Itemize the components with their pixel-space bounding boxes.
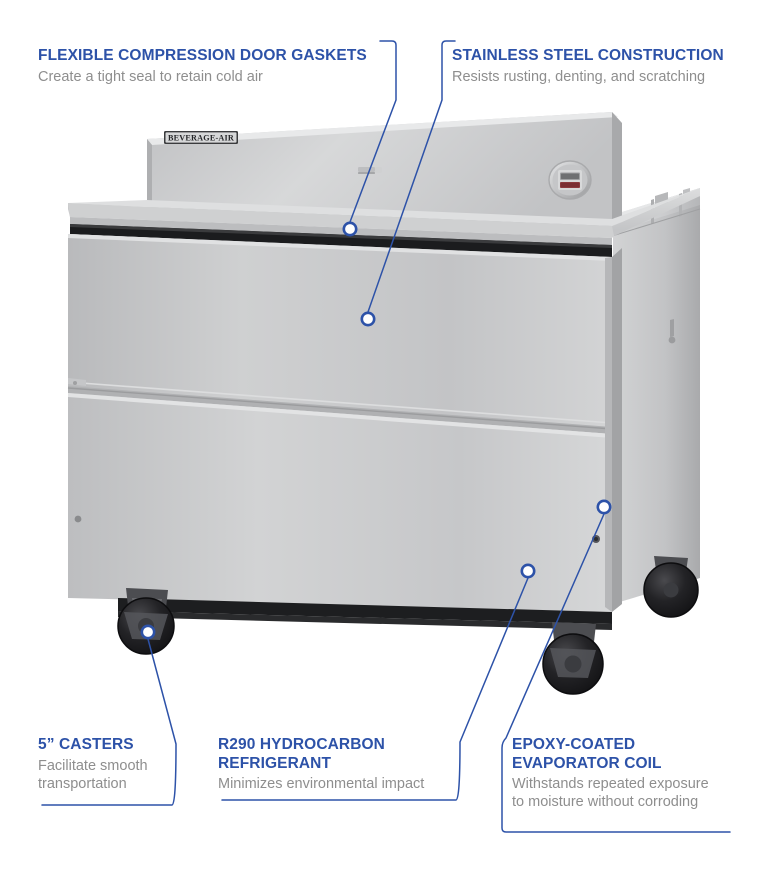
callout-stainless-subtitle: Resists rusting, denting, and scratching [452, 68, 706, 85]
callout-epoxy: EPOXY-COATED EVAPORATOR COIL Withstands … [512, 736, 734, 811]
callout-r290: R290 HYDROCARBON REFRIGERANT Minimizes e… [218, 736, 453, 793]
callout-gaskets: FLEXIBLE COMPRESSION DOOR GASKETS Create… [38, 47, 390, 86]
callout-casters: 5” CASTERS Facilitate smooth transportat… [38, 736, 170, 793]
callout-epoxy-title: EPOXY-COATED EVAPORATOR COIL [512, 736, 662, 772]
callout-casters-subtitle: Facilitate smooth transportation [38, 757, 148, 792]
product-side-panel [611, 188, 701, 604]
brand-logo: BEVERAGE-AIR [164, 131, 238, 144]
callout-stainless: STAINLESS STEEL CONSTRUCTION Resists rus… [452, 47, 752, 86]
callout-r290-subtitle: Minimizes environmental impact [218, 776, 425, 792]
callout-epoxy-subtitle: Withstands repeated exposure to moisture… [512, 776, 709, 810]
product-top-surface [68, 188, 700, 245]
door-gasket-strip [70, 224, 612, 258]
caster-front-right [542, 622, 604, 695]
upper-front-door [67, 234, 613, 437]
callout-r290-title: R290 HYDROCARBON REFRIGERANT [218, 736, 385, 772]
callout-gaskets-title: FLEXIBLE COMPRESSION DOOR GASKETS [38, 47, 367, 64]
callout-gaskets-subtitle: Create a tight seal to retain cold air [38, 68, 263, 85]
svg-text:BEVERAGE-AIR: BEVERAGE-AIR [168, 134, 234, 143]
callout-stainless-title: STAINLESS STEEL CONSTRUCTION [452, 47, 724, 64]
callout-casters-title: 5” CASTERS [38, 736, 134, 753]
temperature-dial [548, 160, 592, 200]
hood-latch [358, 167, 382, 174]
